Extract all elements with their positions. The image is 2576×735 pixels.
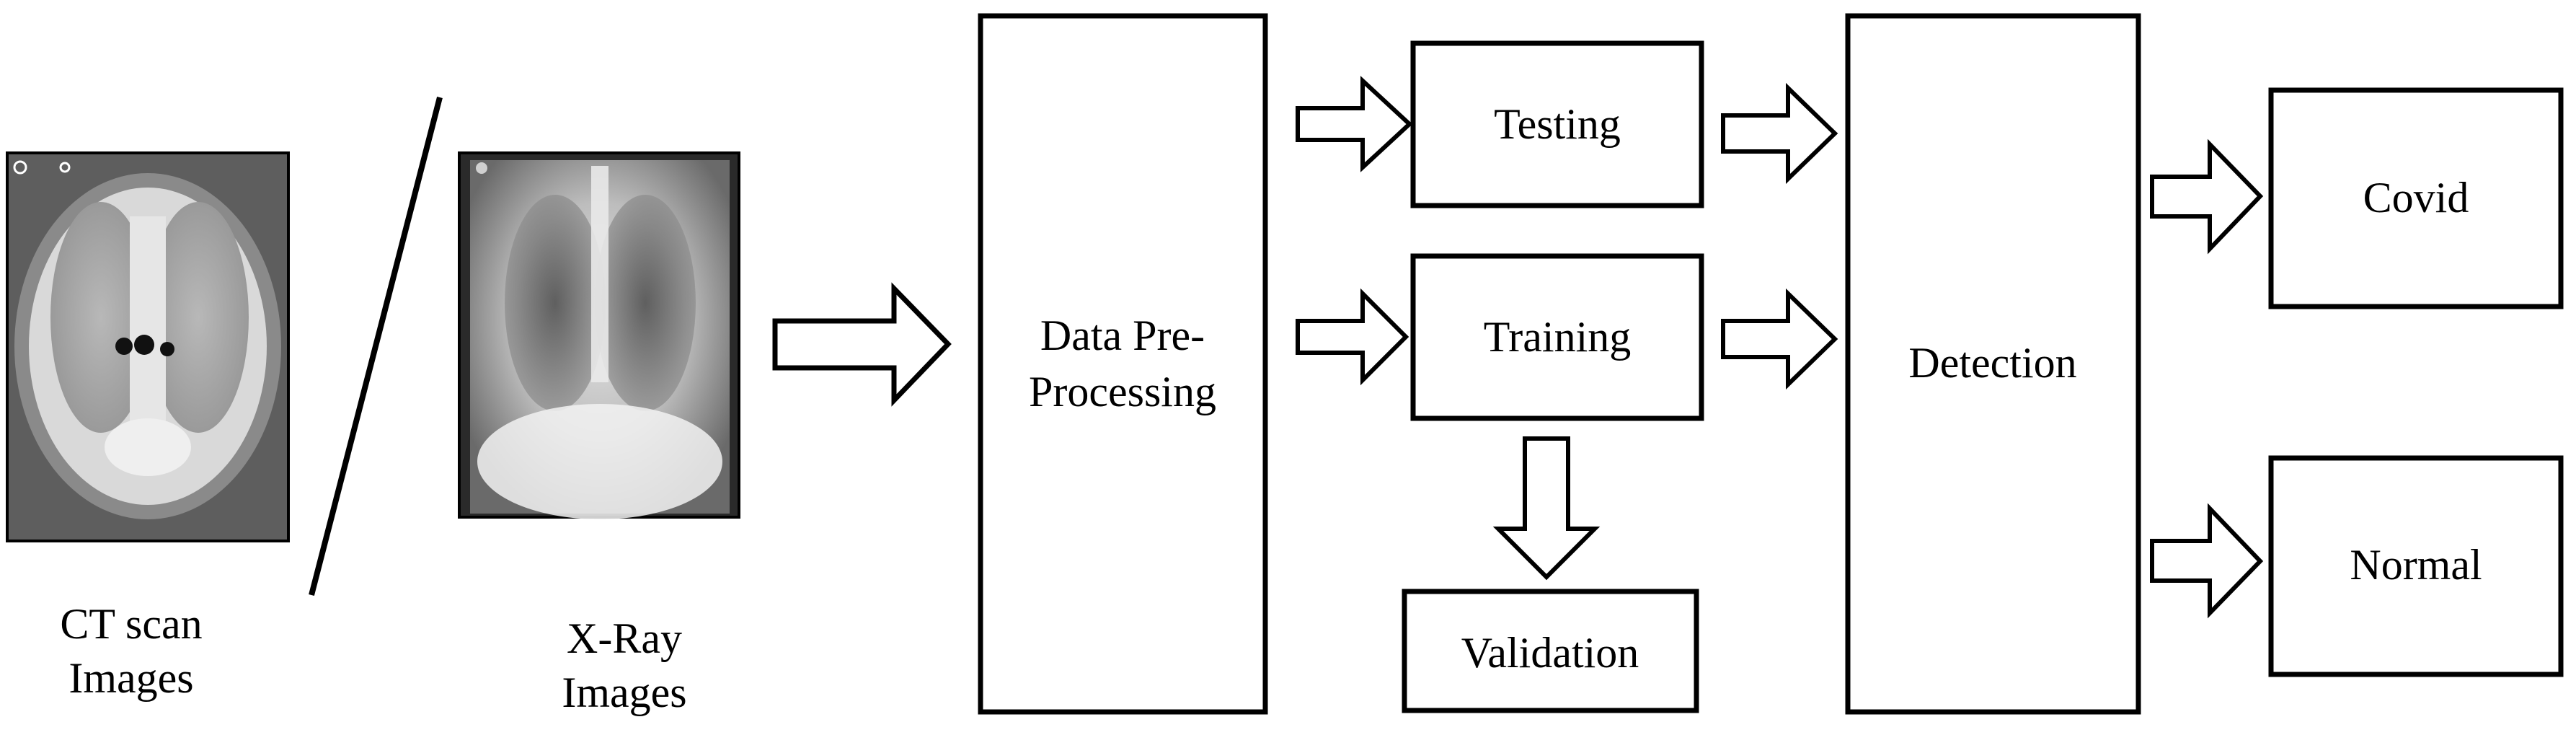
- normal-box: [2268, 455, 2564, 677]
- validation-label: Validation: [1461, 629, 1639, 677]
- arrow-to-testing: [1296, 76, 1413, 172]
- xray-image: [458, 151, 740, 519]
- arrow-to-normal: [2150, 503, 2264, 619]
- covid-box: [2268, 87, 2564, 309]
- testing-label: Testing: [1494, 100, 1621, 148]
- preprocessing-box: [978, 13, 1268, 715]
- covid-label: Covid: [2363, 174, 2469, 221]
- ct-scan-label-line1: CT scan: [60, 600, 202, 648]
- training-box: [1410, 253, 1704, 421]
- detection-label: Detection: [1908, 339, 2076, 387]
- ct-scan-label-line2: Images: [68, 654, 193, 702]
- input-arrow: [772, 282, 952, 407]
- training-label: Training: [1484, 313, 1632, 361]
- ct-scan-image: [6, 151, 290, 542]
- arrow-to-training: [1296, 288, 1409, 386]
- preprocessing-label-line2: Processing: [1029, 368, 1216, 415]
- separator-slash: [309, 97, 443, 596]
- arrow-to-validation: [1492, 436, 1601, 581]
- arrow-testing-to-detection: [1721, 82, 1838, 185]
- normal-label: Normal: [2350, 541, 2482, 589]
- xray-label-line2: Images: [562, 669, 686, 716]
- detection-box: [1845, 13, 2141, 715]
- arrow-to-covid: [2150, 138, 2264, 255]
- xray-label-line1: X-Ray: [567, 615, 682, 662]
- arrow-training-to-detection: [1721, 288, 1838, 390]
- validation-box: [1402, 589, 1699, 713]
- preprocessing-label-line1: Data Pre-: [1040, 312, 1205, 359]
- testing-box: [1410, 40, 1704, 208]
